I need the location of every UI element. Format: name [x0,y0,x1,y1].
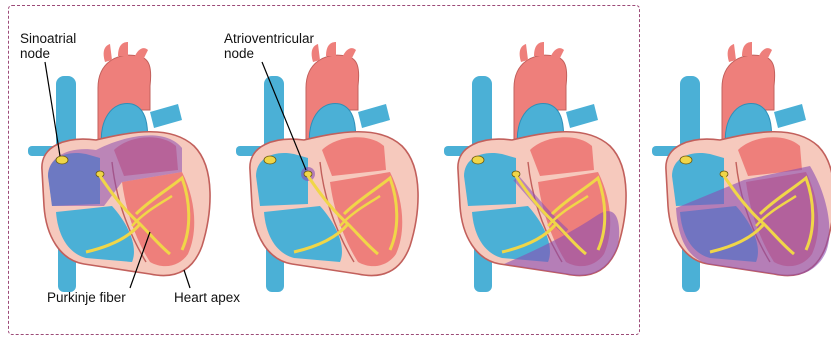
pulmonary-vein-right [150,104,182,128]
aortic-branch [520,44,528,62]
aortic-branch [118,42,128,56]
heart-purkinje-conduction [444,42,626,292]
aortic-branch [326,42,336,56]
aortic-branch [534,42,544,56]
sinoatrial-node [264,156,276,164]
pulmonary-vein-right [566,104,598,128]
aortic-branch [104,44,112,62]
heart-av-node-delay [236,42,418,292]
heart-sa-node-activation [28,42,210,292]
purkinje-fiber-label: Purkinje fiber [47,290,126,305]
sinoatrial-node [472,156,484,164]
pulmonary-vein-right [358,104,390,128]
pulmonary-vein-right [774,104,806,128]
aortic-branch [742,42,752,56]
apex-leader [184,270,190,288]
sinoatrial-node-label: Sinoatrial node [20,31,76,61]
sinoatrial-node [56,156,68,164]
heart-apex-label: Heart apex [174,290,240,305]
atrioventricular-node-label: Atrioventricular node [224,31,314,61]
heart-ventricular-contraction [652,42,831,292]
aortic-branch [728,44,736,62]
sinoatrial-node [680,156,692,164]
